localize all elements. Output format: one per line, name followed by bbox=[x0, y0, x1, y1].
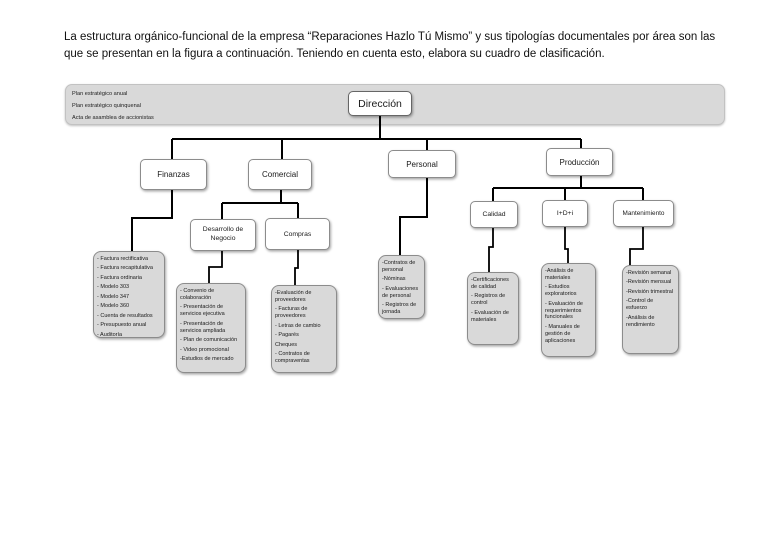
node-personal: Personal bbox=[388, 150, 456, 178]
node-calidad: Calidad bbox=[470, 201, 518, 228]
node-produccion: Producción bbox=[546, 148, 613, 176]
node-idi-label: I+D+i bbox=[556, 210, 574, 217]
doc-item: - Contratos de compraventas bbox=[275, 351, 310, 364]
node-finanzas: Finanzas bbox=[140, 159, 207, 190]
doc-item: - Factura recapitulativa bbox=[97, 265, 153, 272]
doc-item: - Cuenta de resultados bbox=[97, 312, 153, 319]
doc-item: - Presentación de servicios ejecutiva bbox=[180, 304, 225, 318]
node-finanzas-label: Finanzas bbox=[157, 170, 190, 179]
doc-item: Plan estratégico anual bbox=[72, 91, 128, 97]
doc-item: - Registros de control bbox=[471, 293, 506, 307]
doc-item: -Nóminas bbox=[382, 276, 406, 283]
node-direccion-label: Dirección bbox=[358, 97, 402, 110]
doc-item: -Análisis de rendimiento bbox=[626, 314, 655, 328]
doc-item: - Auditoría bbox=[97, 331, 123, 338]
node-i-d-i: I+D+i bbox=[542, 200, 588, 227]
doc-item: Acta de asamblea de accionistas bbox=[72, 114, 154, 121]
doc-item: - Evaluación de requerimientos funcional… bbox=[545, 300, 583, 321]
doc-item: - Presupuesto anual bbox=[97, 322, 147, 329]
doc-item: - Plan de comunicación bbox=[180, 337, 238, 344]
doc-item: -Revisión trimestral bbox=[626, 288, 674, 295]
node-mantenimiento: Mantenimiento bbox=[613, 200, 674, 227]
doc-item: - Convenio de colaboración bbox=[180, 288, 215, 301]
doc-item: -Estudios de mercado bbox=[180, 355, 234, 362]
doc-item: Plan estratégico quinquenal bbox=[72, 102, 142, 109]
node-comercial: Comercial bbox=[248, 159, 312, 190]
doc-item: - Video promocional bbox=[180, 346, 229, 353]
doc-item: - Registros de jornada bbox=[382, 302, 417, 316]
doc-item: -Evaluación de proveedores bbox=[275, 290, 312, 303]
doc-item: -Revisión mensual bbox=[626, 279, 672, 286]
doc-item: Cheques bbox=[275, 341, 298, 348]
node-desarrollo-label: Desarrollo de Negocio bbox=[202, 226, 244, 242]
docs-finanzas: - Factura rectificativa - Factura recapit… bbox=[93, 251, 165, 338]
doc-item: -Contratos de personal bbox=[382, 260, 416, 273]
docs-mantenimiento: -Revisión semanal -Revisión mensual -Revis… bbox=[622, 265, 679, 354]
doc-item: - Modelo 360 bbox=[97, 303, 130, 310]
doc-item: - Factura rectificativa bbox=[97, 256, 149, 262]
doc-item: - Pagarés bbox=[275, 332, 299, 339]
doc-item: - Evaluaciones de personal bbox=[382, 285, 419, 299]
doc-item: - Facturas de proveedores bbox=[275, 306, 308, 320]
docs-compras: -Evaluación de proveedores - Facturas de … bbox=[271, 285, 337, 373]
node-compras-label: Compras bbox=[283, 230, 312, 238]
docs-calidad: -Certificaciones de calidad - Registros d… bbox=[467, 272, 519, 345]
doc-item: - Presentación de servicios ampliada bbox=[180, 320, 226, 334]
doc-item: -Certificaciones de calidad bbox=[471, 277, 509, 290]
docs-i-d-i: -Análisis de materiales - Estudios explor… bbox=[541, 263, 596, 357]
node-comercial-label: Comercial bbox=[261, 170, 298, 179]
doc-item: - Manuales de gestión de aplicaciones bbox=[545, 323, 580, 344]
doc-item: -Control de esfuerzo bbox=[626, 298, 654, 312]
doc-item: - Estudios exploratorios bbox=[545, 284, 577, 298]
doc-item: - Modelo 303 bbox=[97, 284, 130, 291]
doc-item: - Modelo 347 bbox=[97, 293, 130, 300]
intro-paragraph: La estructura orgánico-funcional de la e… bbox=[64, 31, 716, 61]
node-compras: Compras bbox=[265, 218, 330, 250]
node-mantenimiento-label: Mantenimiento bbox=[622, 210, 665, 217]
node-direccion: Dirección bbox=[348, 91, 412, 116]
doc-item: - Letras de cambio bbox=[275, 322, 321, 329]
node-produccion-label: Producción bbox=[559, 157, 600, 167]
node-desarrollo-de-negocio: Desarrollo de Negocio bbox=[190, 219, 256, 251]
doc-item: - Evaluación de materiales bbox=[471, 309, 509, 323]
docs-personal: -Contratos de personal -Nóminas - Evaluaci… bbox=[378, 255, 425, 319]
node-calidad-label: Calidad bbox=[482, 211, 506, 218]
docs-desarrollo-de-negocio: - Convenio de colaboración - Presentación… bbox=[176, 283, 246, 373]
doc-item: - Factura ordinaria bbox=[97, 274, 142, 281]
node-personal-label: Personal bbox=[406, 159, 438, 169]
doc-item: -Análisis de materiales bbox=[545, 268, 574, 281]
doc-item: -Revisión semanal bbox=[626, 270, 672, 276]
